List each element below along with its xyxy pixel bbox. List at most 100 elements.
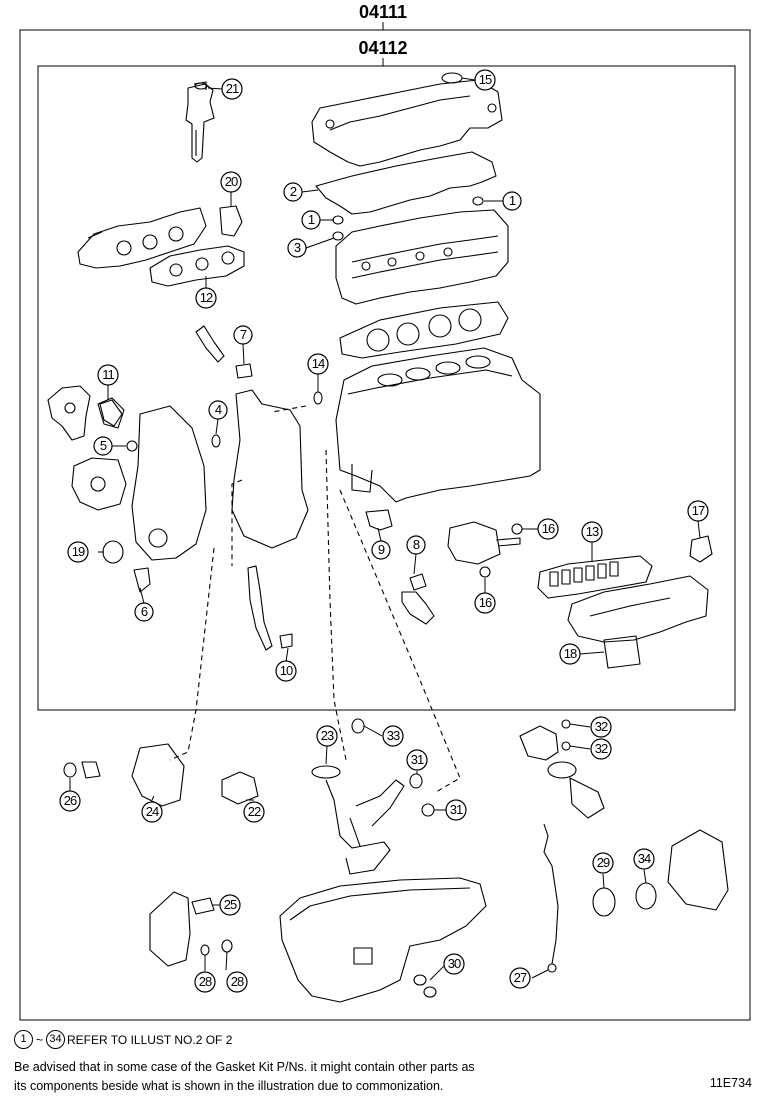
intake-manifold-drawing xyxy=(567,575,709,643)
assembly-leader-dashed-4 xyxy=(339,489,461,793)
callout-14-label: 14 xyxy=(312,356,325,371)
callout-26-label: 26 xyxy=(64,793,77,808)
callout-10: 10 xyxy=(275,660,297,682)
advisory-note: Be advised that in some case of the Gask… xyxy=(14,1058,634,1096)
range-end-callout: 34 xyxy=(46,1030,66,1049)
callout-31-a: 31 xyxy=(406,749,428,771)
callout-34-label: 34 xyxy=(638,851,651,866)
outer-kit-frame xyxy=(19,29,751,1021)
callout-14: 14 xyxy=(307,353,329,375)
clip-21-drawing xyxy=(193,81,207,90)
washer-3-drawing xyxy=(332,231,344,241)
gasket-15-drawing xyxy=(441,72,463,84)
advisory-line-1: Be advised that in some case of the Gask… xyxy=(14,1060,475,1074)
timing-cover-drawing xyxy=(131,405,207,561)
assembly-leader-dashed-5 xyxy=(169,547,215,761)
assembly-leader-dashed-1 xyxy=(231,479,243,566)
callout-2-label: 2 xyxy=(290,184,297,199)
head-cover-drawing xyxy=(311,79,503,167)
assembly-leader-dashed-2 xyxy=(271,405,307,413)
egr-gasket-drawing xyxy=(219,205,243,237)
o-ring-31b-drawing xyxy=(421,803,435,817)
drain-plug-30-drawing xyxy=(413,974,437,998)
range-start-callout: 1 xyxy=(14,1030,33,1049)
dipstick-guide-drawing xyxy=(247,565,273,651)
callout-24-label: 24 xyxy=(146,804,159,819)
callout-22-label: 22 xyxy=(248,804,261,819)
oil-strainer-drawing xyxy=(311,765,405,875)
rear-oil-seal-retainer-drawing xyxy=(667,829,729,911)
callout-21-label: 21 xyxy=(226,81,239,96)
oil-pan-drawing xyxy=(279,877,487,1003)
callout-2: 2 xyxy=(283,182,303,202)
callout-29-label: 29 xyxy=(597,855,610,870)
callout-26: 26 xyxy=(59,790,81,812)
oil-seal-29-drawing xyxy=(592,887,616,917)
callout-1-a-label: 1 xyxy=(509,193,516,208)
callout-32-b-label: 32 xyxy=(595,741,608,756)
callout-34: 34 xyxy=(633,848,655,870)
o-ring-5-drawing xyxy=(126,440,138,452)
callout-20-label: 20 xyxy=(225,174,238,189)
callout-11: 11 xyxy=(97,364,119,386)
callout-27: 27 xyxy=(509,967,531,989)
callout-4: 4 xyxy=(208,400,228,420)
head-cover-gasket-drawing xyxy=(315,151,497,215)
callout-18-label: 18 xyxy=(564,646,577,661)
gasket-18-drawing xyxy=(603,635,641,669)
callout-24: 24 xyxy=(141,801,163,823)
thermostat-housing-drawing xyxy=(519,719,605,819)
callout-17-label: 17 xyxy=(692,503,705,518)
callout-23: 23 xyxy=(316,725,338,747)
gasket-9-drawing xyxy=(365,509,393,531)
callout-28-a-label: 28 xyxy=(199,974,212,989)
oil-seal-19-drawing xyxy=(102,540,124,564)
callout-20: 20 xyxy=(220,171,242,193)
gasket-16b-drawing xyxy=(479,566,491,578)
oil-seal-34-drawing xyxy=(635,882,657,910)
callout-7-label: 7 xyxy=(240,327,247,342)
callout-31-b: 31 xyxy=(445,799,467,821)
rear-plate-drawing xyxy=(231,389,309,549)
callout-16-a: 16 xyxy=(537,518,559,540)
callout-6: 6 xyxy=(134,602,154,622)
o-ring-28b-drawing xyxy=(221,939,233,953)
callout-28-b-label: 28 xyxy=(231,974,244,989)
callout-33-label: 33 xyxy=(387,728,400,743)
callout-18: 18 xyxy=(559,643,581,665)
gasket-6-drawing xyxy=(133,567,151,593)
o-ring-31a-drawing xyxy=(409,773,423,789)
range-separator: ~ xyxy=(36,1032,44,1047)
callout-16-a-label: 16 xyxy=(542,521,555,536)
oil-pump-drawing xyxy=(71,457,127,511)
callout-27-label: 27 xyxy=(514,970,527,985)
callout-32-a: 32 xyxy=(590,716,612,738)
callout-16-b: 16 xyxy=(474,592,496,614)
assembly-leader-dashed-3 xyxy=(325,449,347,761)
exhaust-manifold-drawing xyxy=(77,207,207,269)
o-ring-28a-drawing xyxy=(200,944,210,956)
callout-5-label: 5 xyxy=(100,438,107,453)
callout-9-label: 9 xyxy=(378,542,385,557)
callout-21: 21 xyxy=(221,78,243,100)
small-gasket-7-drawing xyxy=(235,363,253,379)
callout-15-label: 15 xyxy=(479,72,492,87)
callout-17: 17 xyxy=(687,500,709,522)
gasket-10-drawing xyxy=(279,633,293,649)
fuel-pump-bracket-drawing xyxy=(149,891,215,967)
exhaust-manifold-gasket-drawing xyxy=(149,245,245,287)
gasket-11-drawing xyxy=(99,399,123,427)
o-ring-4-drawing xyxy=(211,434,221,448)
callout-16-b-label: 16 xyxy=(479,595,492,610)
part-22-drawing xyxy=(221,771,259,805)
cylinder-head-gasket-drawing xyxy=(339,301,509,359)
callout-1-b: 1 xyxy=(301,210,321,230)
callout-25-label: 25 xyxy=(224,897,237,912)
callout-8-label: 8 xyxy=(413,537,420,552)
callout-19-label: 19 xyxy=(72,544,85,559)
water-bypass-pipe-drawing xyxy=(195,325,225,363)
refer-text: REFER TO ILLUST NO.2 OF 2 xyxy=(67,1032,233,1047)
callout-29: 29 xyxy=(592,852,614,874)
